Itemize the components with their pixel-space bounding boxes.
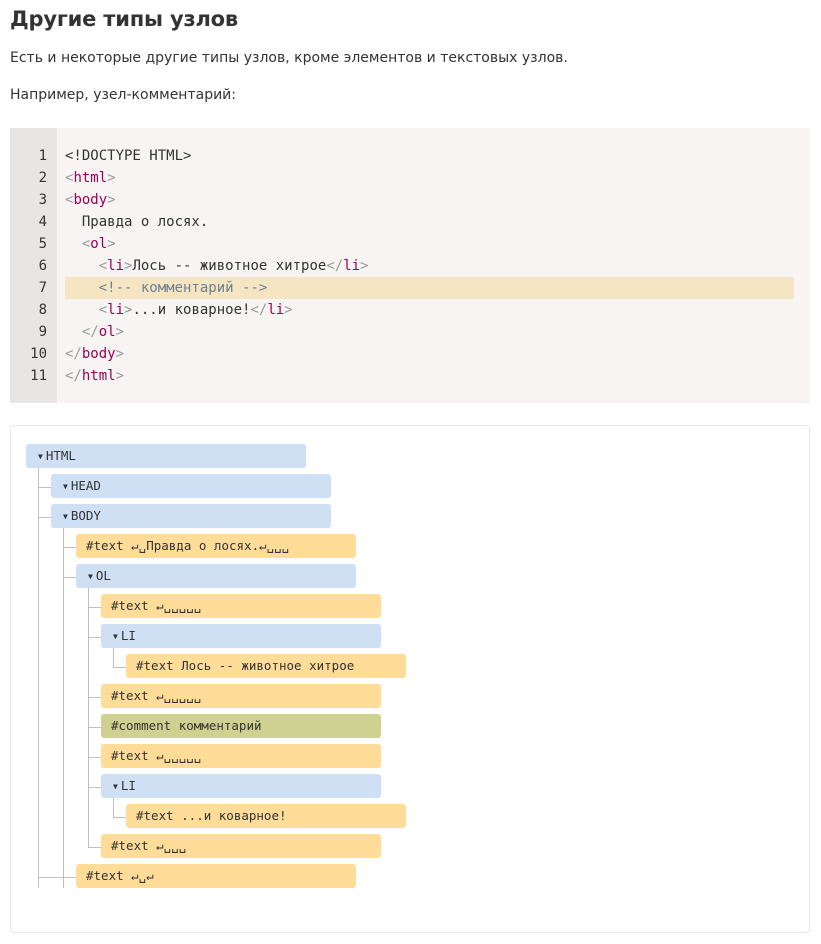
tree-node-text-los[interactable]: #text Лось -- животное хитрое: [126, 654, 406, 678]
code-text: <html>: [65, 170, 116, 186]
node-label: LI: [120, 628, 136, 643]
code-line: 6 <li>Лось -- животное хитрое</li>: [10, 255, 810, 277]
tree-connector: [38, 468, 39, 888]
node-label: OL: [95, 568, 111, 583]
tree-node-comment[interactable]: #comment комментарий: [101, 714, 381, 738]
code-line: 5 <ol>: [10, 233, 810, 255]
line-number-gutter: [10, 128, 57, 403]
code-line: 11 </html>: [10, 365, 810, 387]
line-number: 7: [38, 280, 47, 296]
intro-paragraph: Есть и некоторые другие типы узлов, кром…: [10, 50, 568, 66]
tree-node-body[interactable]: ▼BODY: [51, 504, 331, 528]
expand-triangle-icon: ▼: [63, 482, 68, 491]
tree-connector: [38, 877, 77, 878]
expand-triangle-icon: ▼: [113, 632, 118, 641]
tree-connector: [113, 648, 114, 668]
code-text: <!DOCTYPE HTML>: [65, 148, 192, 164]
line-number: 9: [38, 324, 47, 340]
line-number: 11: [30, 368, 47, 384]
tree-node-text-whitespace[interactable]: #text ↵␣␣␣␣␣: [101, 744, 381, 768]
node-label: LI: [120, 778, 136, 793]
line-number: 10: [30, 346, 47, 362]
line-number: 4: [38, 214, 47, 230]
expand-triangle-icon: ▼: [88, 572, 93, 581]
code-line: 1 <!DOCTYPE HTML>: [10, 145, 810, 167]
tree-node-html[interactable]: ▼HTML: [26, 444, 306, 468]
code-line: 3 <body>: [10, 189, 810, 211]
tree-connector: [88, 757, 102, 758]
code-line: 4 Правда о лосях.: [10, 211, 810, 233]
tree-connector: [63, 577, 77, 578]
node-label: HEAD: [70, 478, 101, 493]
tree-connector: [88, 727, 102, 728]
code-text: <li>Лось -- животное хитрое</li>: [98, 258, 369, 274]
tree-connector: [63, 528, 64, 888]
code-text: </ol>: [81, 324, 125, 340]
code-text: <ol>: [81, 236, 116, 252]
tree-node-text-pravda[interactable]: #text ↵␣Правда о лосях.↵␣␣␣: [76, 534, 356, 558]
tree-connector: [113, 667, 127, 668]
code-line: 9 </ol>: [10, 321, 810, 343]
tree-connector: [88, 607, 102, 608]
tree-connector: [88, 588, 89, 848]
tree-connector: [88, 787, 102, 788]
code-text: </body>: [65, 346, 125, 362]
line-number: 5: [38, 236, 47, 252]
expand-triangle-icon: ▼: [113, 782, 118, 791]
code-example: 1 <!DOCTYPE HTML> 2 <html> 3 <body> 4 Правда о…: [10, 128, 810, 403]
expand-triangle-icon: ▼: [38, 452, 43, 461]
tree-connector: [63, 547, 77, 548]
code-line: 8 <li>...и коварное!</li>: [10, 299, 810, 321]
line-number: 3: [38, 192, 47, 208]
code-text: Правда о лосях.: [65, 214, 209, 230]
tree-node-text-whitespace[interactable]: #text ↵␣␣␣␣␣: [101, 594, 381, 618]
expand-triangle-icon: ▼: [63, 512, 68, 521]
tree-connector: [88, 637, 102, 638]
tree-node-head[interactable]: ▼HEAD: [51, 474, 331, 498]
line-number: 8: [38, 302, 47, 318]
tree-connector: [88, 847, 102, 848]
code-text: <!-- комментарий -->: [65, 280, 268, 296]
tree-node-ol[interactable]: ▼OL: [76, 564, 356, 588]
line-number: 2: [38, 170, 47, 186]
code-line: 2 <html>: [10, 167, 810, 189]
node-label: HTML: [45, 448, 76, 463]
tree-node-li[interactable]: ▼LI: [101, 774, 381, 798]
code-text: <li>...и коварное!</li>: [98, 302, 293, 318]
dom-tree-diagram: ▼HTML ▼HEAD ▼BODY #text ↵␣Правда о лосях…: [10, 425, 810, 933]
node-label: BODY: [70, 508, 101, 523]
tree-node-text-whitespace[interactable]: #text ↵␣␣␣␣␣: [101, 684, 381, 708]
code-line: 7 <!-- комментарий -->: [10, 277, 810, 299]
code-text: </html>: [65, 368, 125, 384]
tree-connector: [38, 517, 52, 518]
tree-connector: [113, 817, 127, 818]
code-text: <body>: [65, 192, 116, 208]
tree-connector: [113, 798, 114, 818]
line-number: 1: [38, 148, 47, 164]
tree-connector: [38, 487, 52, 488]
highlighted-line: [65, 277, 794, 299]
tree-node-text-whitespace[interactable]: #text ↵␣↵: [76, 864, 356, 888]
example-paragraph: Например, узел-комментарий:: [10, 87, 236, 103]
line-number: 6: [38, 258, 47, 274]
tree-node-text-whitespace[interactable]: #text ↵␣␣␣: [101, 834, 381, 858]
tree-node-text-kovarnoe[interactable]: #text ...и коварное!: [126, 804, 406, 828]
tree-node-li[interactable]: ▼LI: [101, 624, 381, 648]
tree-connector: [88, 697, 102, 698]
section-heading: Другие типы узлов: [10, 7, 238, 31]
code-line: 10 </body>: [10, 343, 810, 365]
